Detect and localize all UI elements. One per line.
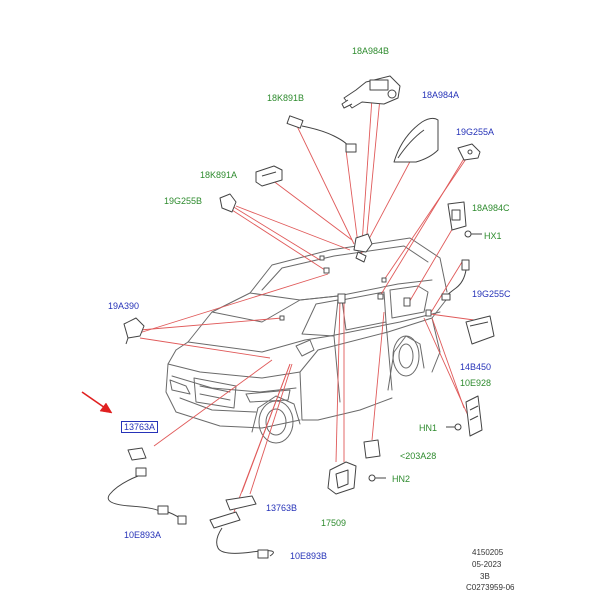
footer-code-2: 3B	[480, 572, 490, 581]
component-10E893B	[209, 511, 274, 559]
footer-code-1: 4150205	[472, 548, 504, 557]
label-18A984A: 18A984A	[422, 90, 460, 100]
label-19G255C: 19G255C	[472, 289, 511, 299]
component-19G255C	[441, 259, 470, 301]
component-18K891B	[286, 115, 357, 153]
component-10E893A	[107, 467, 187, 525]
label-18A984C: 18A984C	[472, 203, 510, 213]
footer-code-3: C0273959-06	[466, 583, 515, 592]
label-19G255A: 19G255A	[456, 127, 495, 137]
component-13763A	[127, 447, 147, 461]
footer-date: 05-2023	[472, 560, 502, 569]
label-19G255B: 19G255B	[164, 196, 203, 206]
label-18K891A: 18K891A	[200, 170, 238, 180]
component-203A28	[363, 439, 381, 459]
roof-connector	[353, 233, 373, 263]
component-18A984B	[341, 75, 401, 109]
label-18K891B: 18K891B	[267, 93, 305, 103]
components	[107, 75, 495, 559]
vehicle-outline	[165, 237, 448, 444]
bolt-HN2	[368, 474, 386, 482]
label-10E893A: 10E893A	[124, 530, 162, 540]
component-19G255B	[219, 193, 237, 213]
component-18A984C	[447, 201, 467, 231]
leader-lines	[135, 97, 475, 513]
component-17509	[327, 461, 357, 495]
component-18K891A	[255, 165, 283, 187]
label-HX1: HX1	[484, 231, 502, 241]
label-18A984B: 18A984B	[352, 46, 390, 56]
vehicle-markers	[279, 255, 432, 321]
label-19A390: 19A390	[108, 301, 140, 311]
label-17509: 17509	[321, 518, 347, 528]
label-13763A: 13763A	[121, 421, 159, 433]
bolt-HN1	[446, 423, 462, 431]
indicator-arrow	[81, 391, 113, 414]
component-10E928	[465, 395, 483, 437]
label-HN1: HN1	[419, 423, 438, 433]
label-10E893B: 10E893B	[290, 551, 328, 561]
label-10E928: 10E928	[460, 378, 492, 388]
component-14B450	[465, 315, 495, 345]
label-HN2: HN2	[392, 474, 411, 484]
label-14B450: 14B450	[460, 362, 492, 372]
component-19G255A	[457, 143, 481, 161]
label-203A28: <203A28	[400, 451, 437, 461]
label-13763B: 13763B	[266, 503, 298, 513]
bolt-HX1	[464, 230, 482, 238]
component-13763B	[225, 495, 257, 511]
component-19A390	[123, 317, 145, 345]
component-18A984A	[393, 117, 439, 163]
